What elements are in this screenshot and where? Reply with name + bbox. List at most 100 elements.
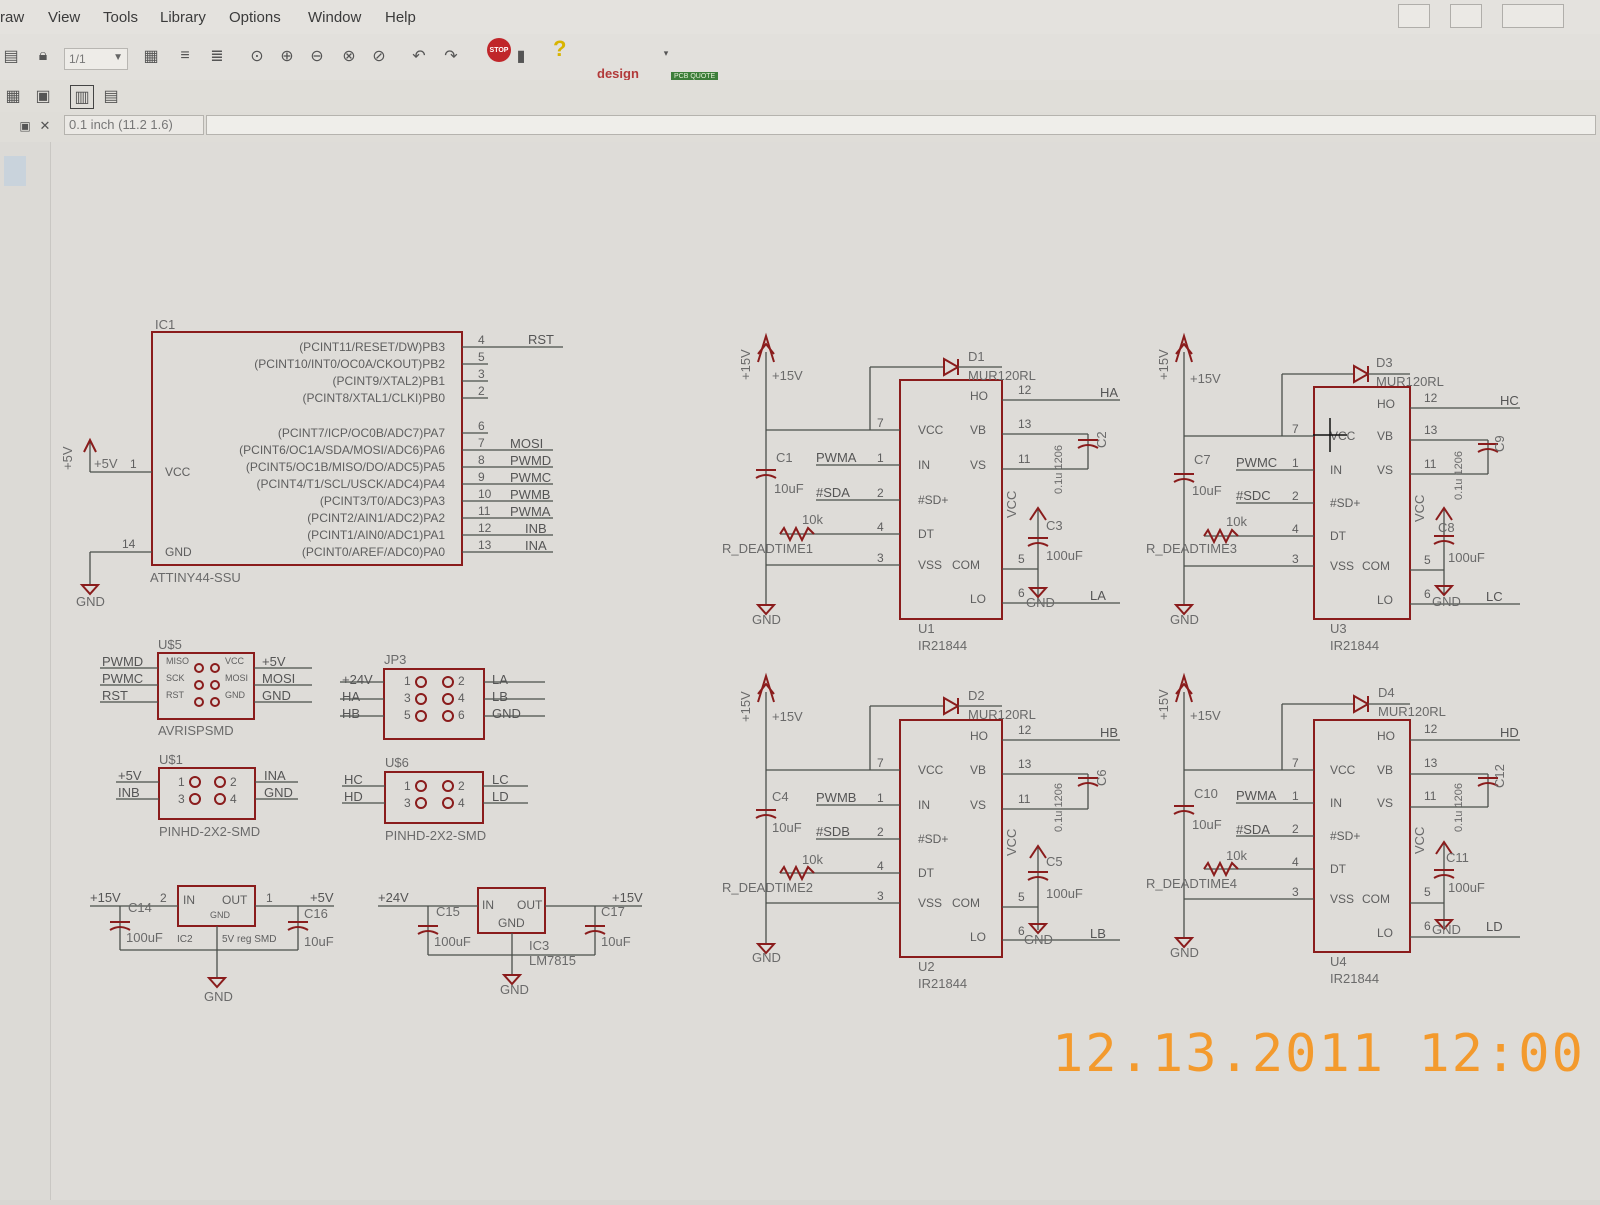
- ic1-net: PWMB: [510, 487, 550, 502]
- schematic-canvas[interactable]: IC1 ATTINY44-SSU (PCINT11/RESET/DW)PB3 4…: [51, 142, 1600, 1200]
- driver-u2[interactable]: U2 IR21844 +15V +15V GND D2 MUR120RL C4 …: [722, 672, 1120, 991]
- layer-settings-icon[interactable]: ▣: [35, 88, 51, 105]
- us6-connector[interactable]: U$6 PINHD-2X2-SMD HC HD 1 3 2 4 LC LD: [342, 755, 528, 843]
- us6-net-left: HC: [344, 772, 363, 787]
- driver-pin-num: 2: [1292, 822, 1299, 836]
- menu-tools[interactable]: Tools: [103, 9, 139, 26]
- menu-window[interactable]: Window: [308, 9, 362, 26]
- zoom-select-icon[interactable]: ⊘: [372, 48, 386, 65]
- redo-icon[interactable]: ↷: [444, 48, 458, 65]
- dropdown-icon[interactable]: ▾: [663, 47, 669, 58]
- ic1-pin-label: (PCINT8/XTAL1/CLKI)PB0: [303, 391, 446, 405]
- us1-net-right: INA: [264, 768, 286, 783]
- zoom-in-icon[interactable]: ⊕: [280, 48, 294, 65]
- sheet-select[interactable]: 1/1 ▼: [64, 48, 128, 70]
- driver-gnd: GND: [752, 950, 781, 965]
- ic1-gnd-num: 14: [122, 537, 136, 551]
- ic1-pin-num: 4: [478, 333, 485, 347]
- driver-gnd2: GND: [1432, 594, 1461, 609]
- ic1-pin-num: 5: [478, 350, 485, 364]
- us5-connector[interactable]: U$5 AVRISPSMD PWMD PWMC RST MISO SCK RST…: [100, 637, 312, 738]
- driver-pin-num: 5: [1018, 552, 1025, 566]
- lock-icon[interactable]: 🔒︎: [38, 47, 48, 64]
- script-icon[interactable]: ≡: [180, 47, 190, 64]
- ic1-supply: +5V: [94, 456, 118, 471]
- driver-u3[interactable]: U3 IR21844 +15V +15V GND D3 MUR120RL C7 …: [1146, 332, 1520, 653]
- us1-ref: U$1: [159, 752, 183, 767]
- zoom-redraw-icon[interactable]: ⊗: [342, 48, 356, 65]
- use-library-icon[interactable]: ▦: [143, 48, 159, 65]
- close-window-button[interactable]: [1502, 4, 1564, 28]
- driver-r: 10k: [1226, 848, 1247, 863]
- ic1-net: PWMC: [510, 470, 551, 485]
- driver-pin-name: COM: [1362, 892, 1390, 906]
- driver-supply-rot: +15V: [1156, 689, 1171, 720]
- driver-value: IR21844: [1330, 638, 1379, 653]
- driver-r: 10k: [802, 852, 823, 867]
- us5-net-left: RST: [102, 688, 128, 703]
- reg5v-in-net: +15V: [90, 890, 121, 905]
- undo-icon[interactable]: ↶: [412, 48, 426, 65]
- stop-button[interactable]: STOP: [487, 38, 511, 62]
- coordinate-display: 0.1 inch (11.2 1.6): [64, 115, 204, 135]
- driver-cboot: C9: [1492, 435, 1507, 452]
- reg15v-block[interactable]: +24V +15V IN OUT GND C15 100uF C17 10uF …: [378, 887, 643, 997]
- crosshair-cursor: [1313, 418, 1347, 452]
- reg5v-block[interactable]: +15V +5V IN OUT GND 2 1 C14 100uF C16 10…: [90, 885, 334, 1004]
- driver-cvcc: C7: [1194, 452, 1211, 467]
- us6-value: PINHD-2X2-SMD: [385, 828, 486, 843]
- grid-icon[interactable]: ▦: [5, 88, 21, 105]
- us1-connector[interactable]: U$1 PINHD-2X2-SMD +5V INB 1 3 2 4 INA GN…: [116, 752, 298, 839]
- driver-ref: U2: [918, 959, 935, 974]
- help-button[interactable]: ?: [553, 36, 567, 61]
- display-icon[interactable]: ▥: [70, 85, 94, 109]
- zoom-out-icon[interactable]: ⊖: [310, 48, 324, 65]
- driver-in-net: PWMA: [816, 450, 857, 465]
- stop-label: STOP: [489, 46, 509, 54]
- go-icon[interactable]: ▮: [516, 48, 526, 65]
- driver-pin-name: HO: [970, 729, 988, 743]
- driver-u4[interactable]: U4 IR21844 +15V +15V GND D4 MUR120RL C10…: [1146, 672, 1520, 986]
- driver-cboot: C2: [1094, 431, 1109, 448]
- ic1-symbol[interactable]: IC1 ATTINY44-SSU (PCINT11/RESET/DW)PB3 4…: [60, 317, 563, 609]
- zoom-fit-icon[interactable]: ⊙: [250, 48, 264, 65]
- layer-icon[interactable]: ▤: [3, 48, 19, 65]
- pin-icon[interactable]: ▣: [19, 119, 31, 133]
- driver-cvcc2: C8: [1438, 520, 1455, 535]
- us1-value: PINHD-2X2-SMD: [159, 824, 260, 839]
- us1-pin-num: 1: [178, 775, 185, 789]
- close-icon[interactable]: ✕: [39, 118, 51, 133]
- driver-pin-name: HO: [1377, 397, 1395, 411]
- driver-pin-name: LO: [1377, 926, 1393, 940]
- ulp-icon[interactable]: ≣: [210, 48, 224, 65]
- command-input[interactable]: [206, 115, 1596, 135]
- driver-gnd2: GND: [1024, 932, 1053, 947]
- reg5v-ref: IC2: [177, 934, 193, 945]
- driver-pin-name: VSS: [918, 558, 942, 572]
- driver-cvcc-val: 10uF: [1192, 483, 1222, 498]
- maximize-window-button[interactable]: [1450, 4, 1482, 28]
- driver-u1[interactable]: U1 IR21844 +15V +15V GND D1 MUR120RL C1 …: [722, 332, 1120, 653]
- reg5v-pin-gnd: GND: [210, 910, 231, 920]
- menu-library[interactable]: Library: [160, 9, 206, 26]
- driver-supply-rot: +15V: [738, 691, 753, 722]
- reg5v-value: 5V reg SMD: [222, 934, 276, 945]
- jp3-connector[interactable]: JP3 +24V HA HB 1 3 5 2 4 6 LA LB GND: [340, 652, 545, 740]
- restore-window-button[interactable]: [1398, 4, 1430, 28]
- driver-diode: D2: [968, 688, 985, 703]
- driver-in-net: PWMA: [1236, 788, 1277, 803]
- ic1-pin-num: 11: [478, 504, 491, 518]
- driver-pin-num: 6: [1424, 587, 1431, 601]
- sheet-thumbnail[interactable]: [4, 156, 26, 186]
- menu-draw[interactable]: raw: [0, 9, 25, 26]
- menu-view[interactable]: View: [48, 9, 81, 26]
- split-icon[interactable]: ▤: [103, 88, 119, 105]
- ic1-pin-num: 10: [478, 487, 492, 501]
- menu-help[interactable]: Help: [385, 9, 416, 26]
- menu-options[interactable]: Options: [229, 9, 281, 26]
- driver-cvcc: C4: [772, 789, 789, 804]
- driver-pin-num: 13: [1018, 417, 1032, 431]
- driver-supply: +15V: [1190, 371, 1221, 386]
- driver-cvcc2: C11: [1446, 850, 1469, 865]
- driver-pin-name: LO: [1377, 593, 1393, 607]
